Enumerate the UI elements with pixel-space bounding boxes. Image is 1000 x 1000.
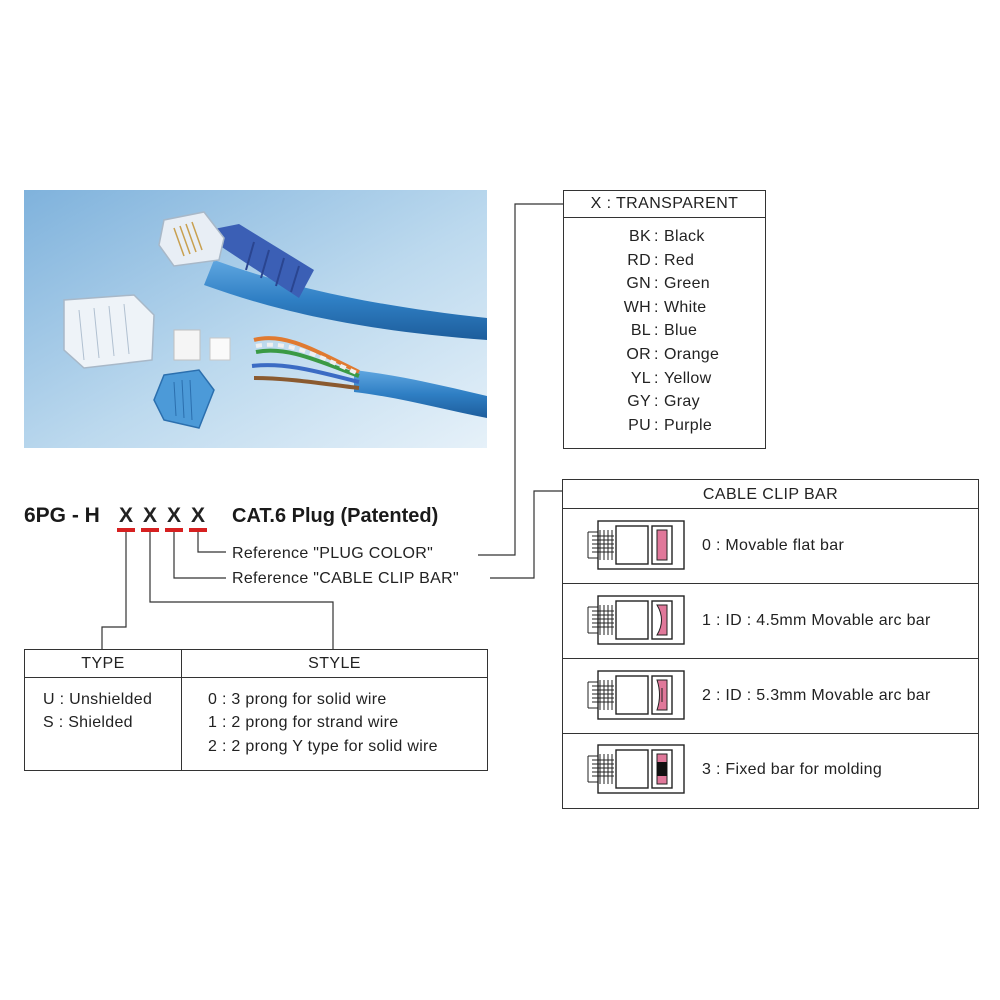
color-row: GY:Gray (627, 393, 700, 411)
product-photo (24, 190, 487, 448)
color-name: Green (664, 275, 710, 293)
product-name: CAT.6 Plug (Patented) (232, 505, 439, 527)
color-code: WH (623, 298, 651, 316)
clip-bar-option-2: 2 : ID : 5.3mm Movable arc bar (702, 687, 931, 704)
color-name: White (664, 298, 707, 316)
color-code: YL (630, 369, 651, 387)
color-name: Red (664, 251, 695, 269)
plug-arc-bar-45-icon (587, 595, 685, 645)
plug-color-header: X : TRANSPARENT (590, 195, 739, 212)
color-row: PU:Purple (628, 416, 713, 434)
color-code: RD (627, 251, 651, 269)
color-code: GN (626, 275, 651, 293)
color-row: YL:Yellow (630, 369, 712, 387)
style-header: STYLE (308, 655, 361, 672)
color-name: Yellow (664, 369, 712, 387)
color-code: PU (628, 416, 651, 434)
style-option: 2 : 2 prong Y type for solid wire (208, 738, 438, 755)
x-char-style: X (142, 504, 157, 527)
color-row: BL:Blue (630, 322, 698, 340)
type-style-table: TYPE STYLE U : Unshielded S : Shielded 0… (24, 649, 488, 771)
plug-arc-bar-53-icon (587, 670, 685, 720)
x-underline-color (189, 528, 207, 532)
x-underline-style (141, 528, 159, 532)
color-code: BK (629, 228, 651, 245)
code-prefix: 6PG - H (24, 504, 100, 527)
color-name: Orange (664, 346, 720, 363)
type-option: U : Unshielded (43, 691, 153, 708)
x-char-type: X (118, 504, 133, 527)
color-row: OR:Orange (626, 346, 720, 363)
reference-plug-color: Reference "PLUG COLOR" (232, 545, 434, 562)
color-row: BK:Black (629, 228, 705, 245)
clip-bar-option-0: 0 : Movable flat bar (702, 537, 845, 554)
style-option: 1 : 2 prong for strand wire (208, 714, 399, 731)
plug-color-header-box: X : TRANSPARENT (563, 190, 766, 218)
color-code: OR (626, 346, 651, 363)
reference-clip-bar: Reference "CABLE CLIP BAR" (232, 570, 459, 587)
color-name: Black (664, 228, 705, 245)
color-name: Gray (664, 393, 700, 411)
color-code: GY (627, 393, 651, 411)
type-header: TYPE (81, 655, 125, 672)
plug-flat-bar-icon (587, 520, 685, 570)
plug-fixed-bar-icon (587, 744, 685, 794)
x-underline-type (117, 528, 135, 532)
clip-bar-option-3: 3 : Fixed bar for molding (702, 761, 883, 778)
style-option: 0 : 3 prong for solid wire (208, 691, 387, 708)
color-code: BL (630, 322, 651, 340)
clip-bar-option-1: 1 : ID : 4.5mm Movable arc bar (702, 612, 931, 629)
clip-bar-header: CABLE CLIP BAR (702, 486, 839, 503)
x-underline-clip (165, 528, 183, 532)
x-char-color: X (190, 504, 205, 527)
color-name: Blue (664, 322, 698, 340)
color-row: WH:White (623, 298, 707, 316)
type-option: S : Shielded (43, 714, 133, 731)
x-char-clip: X (166, 504, 181, 527)
color-row: RD:Red (627, 251, 695, 269)
color-row: GN:Green (626, 275, 710, 293)
color-name: Purple (664, 416, 713, 434)
